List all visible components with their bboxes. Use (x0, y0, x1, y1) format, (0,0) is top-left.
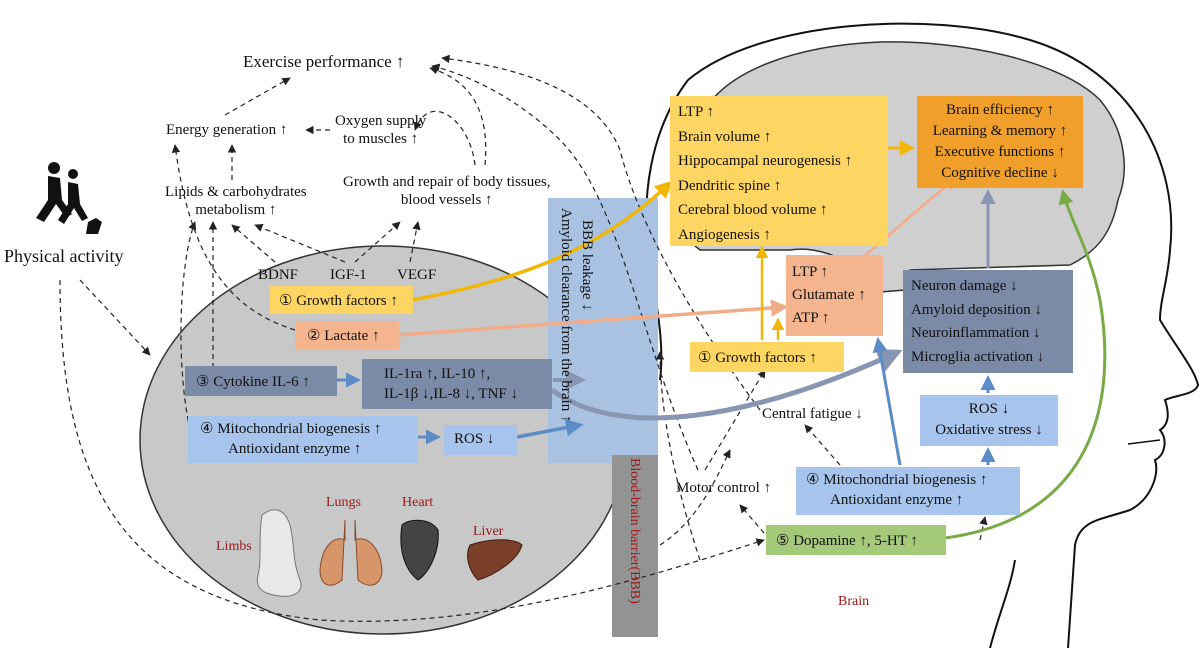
arrow-dopamine-to-orange-green (944, 189, 1107, 540)
arrow-lactate-peach (397, 299, 789, 337)
amyloid-clearance-label: Amyloid clearance from the brain ↑ (558, 208, 574, 423)
arrow-dopamine-to-motor (739, 504, 771, 541)
brain-peach-box: LTP ↑ Glutamate ↑ ATP ↑ (786, 255, 883, 336)
bbb-leakage-label: BBB leakage ↓ (579, 220, 595, 311)
bdnf-label: BDNF (258, 267, 299, 283)
arrow-physical-to-ellipse (79, 279, 151, 356)
runner-icon (36, 162, 102, 234)
arrow-vegf-to-growth (409, 221, 421, 263)
mouth-line (1127, 439, 1161, 445)
arrow-motor-to-growth-factors (704, 369, 766, 471)
limbs-icon (256, 509, 302, 597)
head-outline (687, 22, 1200, 648)
arrow-fatigue-to-exercise (441, 54, 761, 411)
arrow-igf-to-lipids (254, 223, 346, 263)
dopamine-box: ⑤ Dopamine ↑, 5-HT ↑ (766, 525, 946, 555)
neck-line (989, 559, 1016, 648)
heart-label: Heart (402, 495, 434, 510)
arrow-bbb-to-dopamine (659, 449, 731, 546)
arrow-lactate-to-energy (171, 144, 296, 331)
arrow-growth-to-exercise (429, 66, 487, 166)
lipids-label: Lipids & carbohydrates metabolism ↑ (165, 184, 307, 218)
arrow-growth-factors-yellow (411, 180, 673, 302)
lungs-label: Lungs (326, 495, 361, 510)
exercise-performance-label: Exercise performance ↑ (243, 52, 405, 71)
arrow-dopamine-to-mito (979, 516, 988, 541)
oxygen-supply-label: Oxygen supply to muscles ↑ (335, 113, 427, 147)
central-fatigue-label: Central fatigue ↓ (762, 406, 863, 422)
interleukin-box: IL-1ra ↑, IL-10 ↑, IL-1β ↓,IL-8 ↓, TNF ↓ (362, 359, 552, 409)
arrow-motor-to-exercise (431, 63, 699, 471)
growth-repair-label: Growth and repair of body tissues, blood… (343, 174, 551, 208)
liver-icon (467, 539, 523, 581)
bbb-gray-column (612, 455, 658, 637)
heart-icon (400, 519, 439, 581)
lactate-box: ② Lactate ↑ (295, 321, 399, 350)
brain-label: Brain (838, 594, 870, 609)
brain-slate-box: Neuron damage ↓ Amyloid deposition ↓ Neu… (903, 270, 1073, 373)
arrow-mito-to-fatigue (804, 424, 841, 466)
arrow-igf-to-growth (354, 221, 401, 263)
growth-factors-box-left: ① Growth factors ↑ (270, 286, 413, 314)
motor-control-label: Motor control ↑ (676, 480, 771, 496)
bbb-blue-lower (548, 455, 612, 463)
arrow-fatigue-to-central (655, 351, 701, 561)
brain-yellow-box: LTP ↑ Brain volume ↑ Hippocampal neuroge… (670, 96, 888, 246)
liver-label: Liver (473, 524, 504, 539)
vegf-label: VEGF (397, 267, 437, 283)
arrow-growth-to-oxygen (413, 110, 476, 166)
bbb-label: Blood-brain barrier(BBB) (627, 458, 642, 604)
growth-factors-box-right: ① Growth factors ↑ (690, 342, 844, 372)
energy-generation-label: Energy generation ↑ (166, 122, 288, 138)
limbs-label: Limbs (216, 539, 252, 554)
arrow-mito-to-lipids (180, 221, 197, 431)
igf1-label: IGF-1 (330, 267, 367, 283)
mito-box-left: ④ Mitochondrial biogenesis ↑ Antioxidant… (188, 416, 418, 463)
physical-activity-label: Physical activity (4, 246, 124, 266)
brain-orange-box: Brain efficiency ↑ Learning & memory ↑ E… (917, 96, 1083, 188)
ros-box-right: ROS ↓ Oxidative stress ↓ (920, 395, 1058, 446)
arrow-bdnf-to-lipids (231, 224, 276, 263)
mito-box-right: ④ Mitochondrial biogenesis ↑ Antioxidant… (796, 467, 1020, 515)
arrow-il-slate (550, 348, 903, 421)
cytokine-box: ③ Cytokine IL-6 ↑ (185, 366, 337, 396)
lungs-icon (319, 519, 383, 586)
ros-box-left: ROS ↓ (444, 425, 517, 455)
arrow-energy-to-exercise (224, 77, 291, 116)
arrow-mito-to-slate-blue (872, 337, 902, 466)
arrow-ros-to-bbb (516, 419, 584, 439)
